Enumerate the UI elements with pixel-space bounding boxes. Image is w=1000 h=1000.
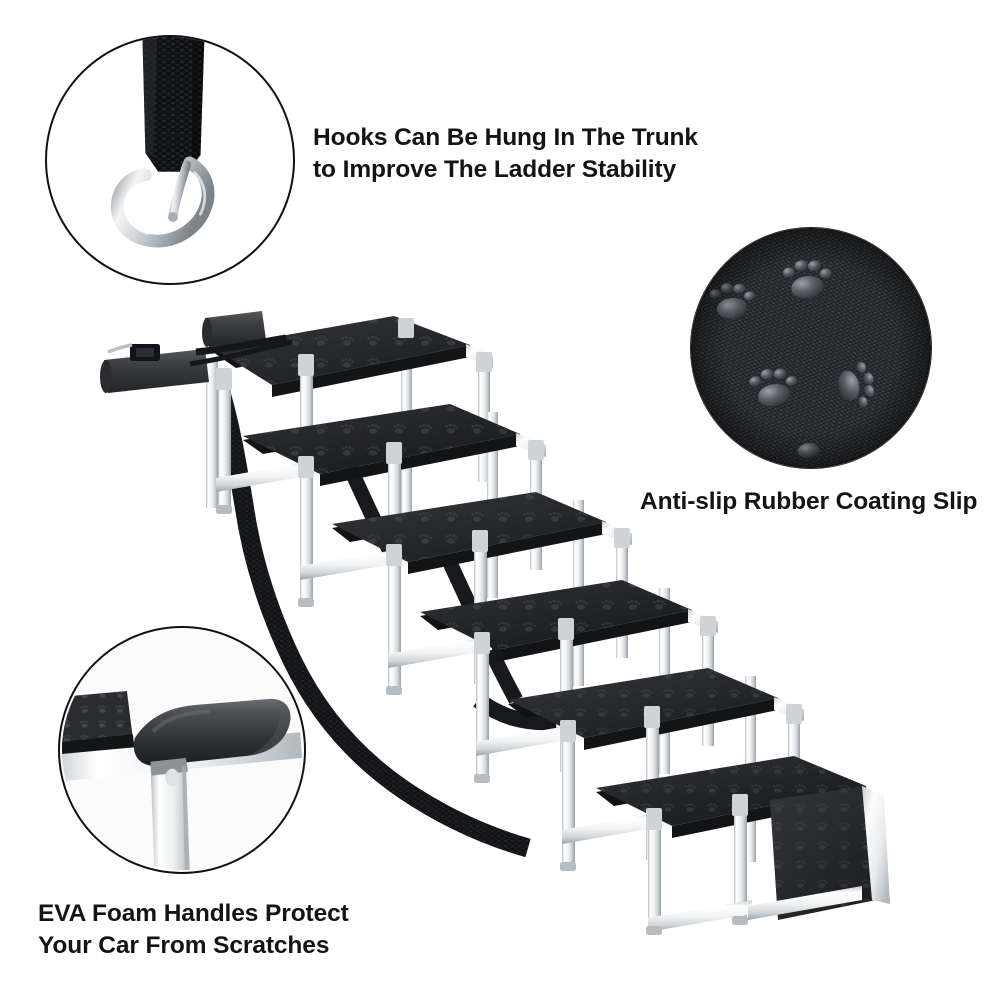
buckle-metal-loop: [107, 343, 133, 354]
step-6-rail-right: [748, 886, 862, 920]
step-3-rail: [388, 636, 492, 668]
callout-antislip-texture: [690, 227, 932, 469]
step-1-brackets: [216, 318, 492, 390]
callout-carabiner-hook: [45, 35, 295, 285]
step-3: [332, 492, 632, 694]
eva-foam-handle: [133, 698, 291, 766]
caption-antislip: Anti-slip Rubber Coating Slip: [640, 488, 978, 515]
step-1-rail: [216, 460, 318, 492]
handle-assembly: [100, 311, 293, 393]
step-4-leg-front-left: [476, 636, 489, 782]
caption-hooks: Hooks Can Be Hung In The Trunk to Improv…: [313, 124, 698, 183]
aluminum-leg: [150, 761, 190, 871]
step-4: [420, 580, 718, 782]
foam-handle-lower: [104, 349, 209, 393]
step-5-leg-front-left: [562, 724, 575, 870]
step-1-tread-front-edge: [272, 345, 470, 397]
caption-eva-foam: EVA Foam Handles Protect Your Car From S…: [38, 900, 349, 959]
step-4-rail: [476, 724, 578, 756]
step-2-leg-front-left: [300, 460, 313, 606]
step-6-feet: [646, 916, 748, 935]
step-6-leg-front-left: [648, 812, 661, 930]
step-3-leg-front-left: [388, 548, 401, 694]
carabiner-hook: [110, 156, 215, 248]
handle-strap: [195, 334, 287, 356]
paw-print: [719, 228, 746, 236]
step-1-leg-back-left: [206, 358, 218, 508]
step-5-rail: [562, 812, 664, 844]
step-6-rail: [648, 900, 752, 932]
leg-cap: [150, 757, 188, 776]
step-6-leg-front-mid: [734, 798, 747, 922]
step-2-rail: [300, 548, 406, 580]
leg-feet: [216, 505, 576, 871]
foam-handle-upper: [205, 311, 266, 347]
step-6: [596, 756, 890, 935]
webbing-strap: [142, 37, 205, 172]
callout-eva-foam-handle: [58, 626, 306, 874]
leg-screw-hole: [165, 768, 180, 787]
